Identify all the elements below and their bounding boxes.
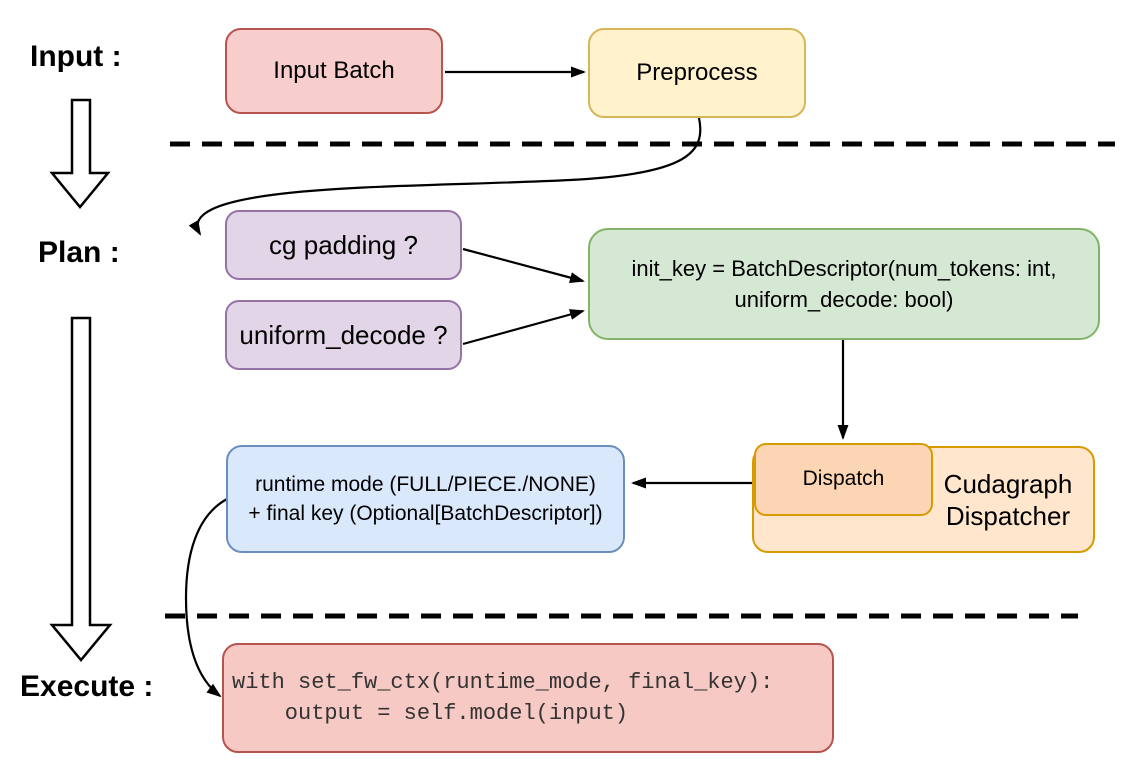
node-execute-code-line1: with set_fw_ctx(runtime_mode, final_key)…: [232, 670, 774, 695]
section-label-plan: Plan :: [38, 236, 120, 269]
node-input-batch: Input Batch: [225, 28, 443, 114]
arrow-uniform-decode-to-init-key: [462, 309, 585, 346]
section-label-execute: Execute :: [20, 670, 154, 703]
node-preprocess: Preprocess: [588, 28, 806, 118]
node-execute-code: with set_fw_ctx(runtime_mode, final_key)…: [222, 643, 834, 753]
node-runtime-mode: runtime mode (FULL/PIECE./NONE) + final …: [226, 445, 625, 553]
node-execute-code-line2: output = self.model(input): [232, 701, 629, 726]
node-dispatch-label: Dispatch: [802, 467, 885, 491]
node-cudagraph-dispatcher-line1: Cudagraph: [943, 468, 1073, 499]
node-input-batch-label: Input Batch: [273, 57, 395, 84]
node-preprocess-label: Preprocess: [636, 59, 758, 86]
node-runtime-mode-line2: + final key (Optional[BatchDescriptor]): [248, 502, 603, 525]
node-cudagraph-dispatcher-line2: Dispatcher: [945, 500, 1071, 531]
node-uniform-decode-label: uniform_decode ?: [239, 319, 448, 350]
node-runtime-mode-line1: runtime mode (FULL/PIECE./NONE): [255, 473, 596, 496]
hollow-arrow-input-to-plan-icon: [49, 98, 111, 209]
node-dispatch: Dispatch: [754, 443, 933, 516]
curved-arrow-preprocess-to-cg-padding: [188, 117, 702, 236]
node-init-key-line1: init_key = BatchDescriptor(num_tokens: i…: [631, 256, 1057, 281]
node-init-key: init_key = BatchDescriptor(num_tokens: i…: [588, 228, 1100, 340]
section-label-input: Input :: [30, 40, 122, 73]
hollow-arrow-plan-to-execute-icon: [49, 316, 113, 662]
curved-arrow-runtime-mode-to-execute-code: [184, 498, 228, 698]
node-init-key-line2: uniform_decode: bool): [734, 287, 954, 312]
node-cudagraph-dispatcher-label: Cudagraph Dispatcher: [923, 468, 1093, 532]
node-cg-padding: cg padding ?: [225, 210, 462, 280]
node-cg-padding-label: cg padding ?: [269, 229, 418, 260]
arrow-cg-padding-to-init-key: [462, 247, 585, 283]
node-uniform-decode: uniform_decode ?: [225, 300, 462, 370]
